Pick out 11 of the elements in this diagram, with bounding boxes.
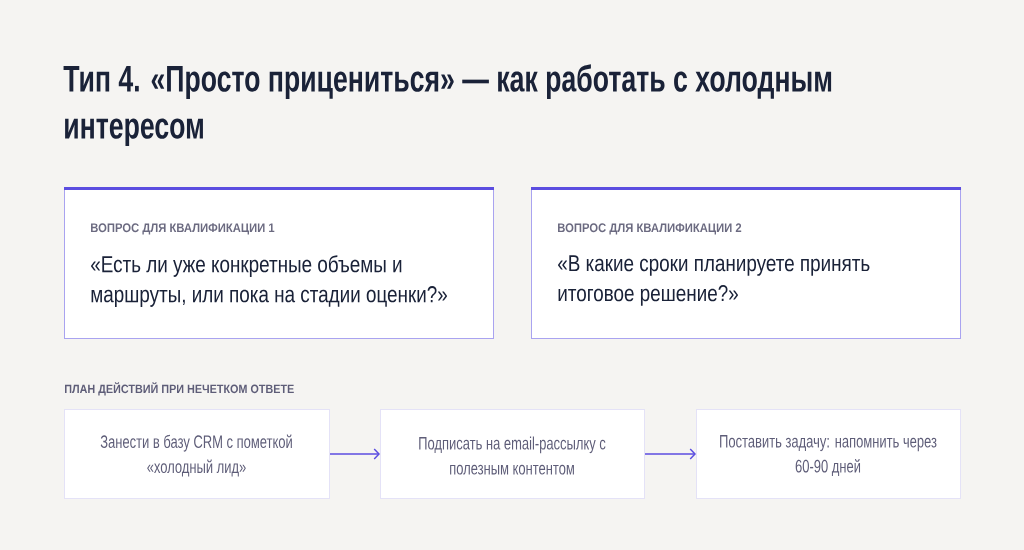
- step-text: Подписать на email-рассылку с полезным контентом: [419, 436, 606, 475]
- step-text: Поставить задачу: напомнить через 60-90 дней: [720, 435, 937, 476]
- card-heading: ВОПРОС ДЛЯ КВАЛИФИКАЦИИ 2: [558, 223, 742, 235]
- arrow: [329, 448, 380, 460]
- question-text: «Есть ли уже конкретные объемы и маршруты, или пока на стадии оценки?»: [91, 255, 447, 307]
- card-heading: ВОПРОС ДЛЯ КВАЛИФИКАЦИИ 1: [91, 223, 275, 235]
- question-text: «В какие сроки планируете принять итоговое решение?»: [558, 255, 870, 306]
- title: Тип 4. «Просто прицениться» — как работать с холодным интересом: [63, 64, 832, 147]
- section-label: ПЛАН ДЕЙСТВИЙ ПРИ НЕЧЕТКОМ ОТВЕТЕ: [65, 382, 294, 396]
- arrow: [644, 448, 696, 460]
- step-text: Занести в базу CRM с пометкой «холодный лид»: [100, 434, 292, 477]
